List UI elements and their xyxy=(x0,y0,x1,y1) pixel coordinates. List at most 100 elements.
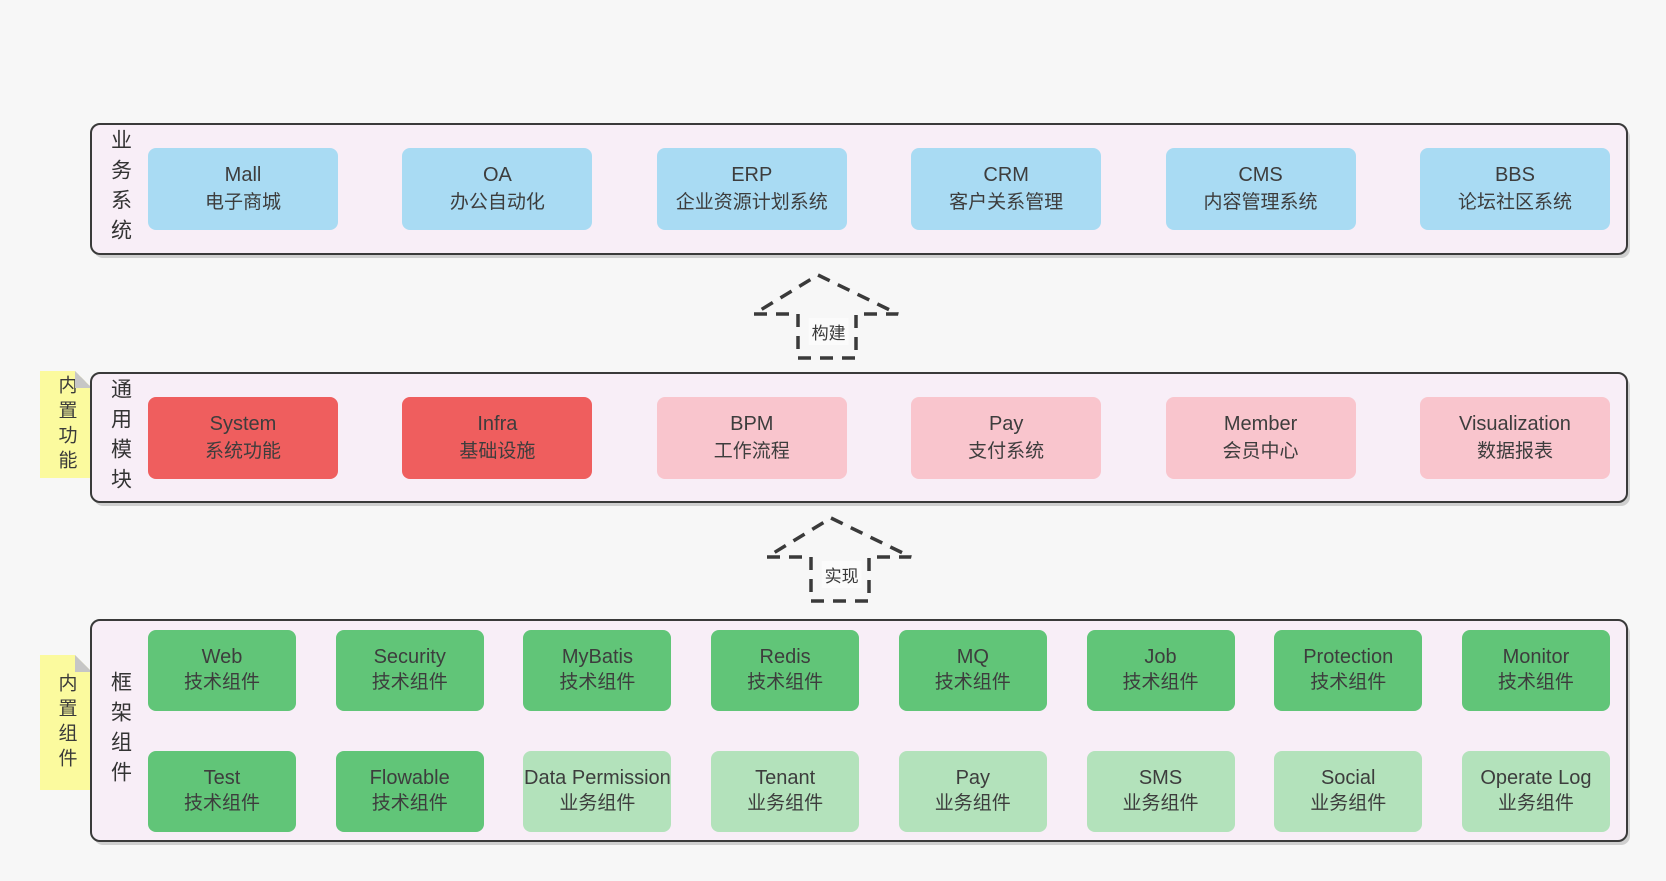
components-grid: Web 技术组件 Security 技术组件 MyBatis 技术组件 Redi… xyxy=(148,621,1626,840)
box-title: Visualization xyxy=(1458,412,1571,435)
box-title: Tenant xyxy=(755,767,816,789)
box-title: Flowable xyxy=(369,767,450,789)
box-subtitle: 业务组件 xyxy=(1122,793,1199,814)
box-title: BPM xyxy=(730,412,774,435)
note-built-in-components: 内置组件 xyxy=(40,655,92,790)
arrow-implement: 实现 xyxy=(765,515,915,605)
box-title: Member xyxy=(1223,412,1298,435)
components-row-1: Web 技术组件 Security 技术组件 MyBatis 技术组件 Redi… xyxy=(148,621,1610,719)
box-title: Social xyxy=(1320,767,1376,789)
diagram-box-pay-component: Pay 业务组件 xyxy=(898,750,1047,832)
box-subtitle: 论坛社区系统 xyxy=(1457,192,1572,213)
box-title: Monitor xyxy=(1502,646,1570,668)
box-title: Protection xyxy=(1303,646,1394,668)
note-built-in-features: 内置功能 xyxy=(40,371,92,478)
diagram-box-pay: Pay 支付系统 xyxy=(911,396,1102,479)
components-row-2: Test 技术组件 Flowable 技术组件 Data Permission … xyxy=(148,742,1610,840)
diagram-box-protection: Protection 技术组件 xyxy=(1274,629,1423,711)
box-subtitle: 支付系统 xyxy=(968,440,1045,462)
diagram-box-mq: MQ 技术组件 xyxy=(898,629,1047,711)
up-block-arrow-icon xyxy=(765,516,912,603)
diagram-box-mybatis: MyBatis 技术组件 xyxy=(523,629,672,711)
diagram-box-redis: Redis 技术组件 xyxy=(711,629,860,711)
box-subtitle: 技术组件 xyxy=(934,672,1011,693)
box-subtitle: 办公自动化 xyxy=(449,192,545,213)
note-text: 内置功能 xyxy=(55,374,77,475)
diagram-box-bbs: BBS 论坛社区系统 xyxy=(1419,148,1610,230)
diagram-box-data-permission: Data Permission 业务组件 xyxy=(523,750,672,832)
box-title: CRM xyxy=(983,164,1029,186)
box-subtitle: 企业资源计划系统 xyxy=(675,192,828,213)
diagram-box-social: Social 业务组件 xyxy=(1274,750,1423,832)
layer-common-modules: 通用模块 System 系统功能 Infra 基础设施 BPM 工作流程 Pay… xyxy=(90,372,1628,503)
diagram-box-operate-log: Operate Log 业务组件 xyxy=(1461,750,1610,832)
note-text: 内置组件 xyxy=(55,672,77,773)
diagram-box-mall: Mall 电子商城 xyxy=(148,148,338,230)
diagram-box-job: Job 技术组件 xyxy=(1086,629,1235,711)
box-title: Infra xyxy=(477,412,518,435)
layer-label-modules: 通用模块 xyxy=(92,374,148,501)
diagram-box-oa: OA 办公自动化 xyxy=(402,148,593,230)
box-subtitle: 客户关系管理 xyxy=(949,192,1064,213)
box-subtitle: 技术组件 xyxy=(183,672,260,693)
box-title: Operate Log xyxy=(1480,767,1592,789)
box-subtitle: 电子商城 xyxy=(204,192,281,213)
diagram-box-member: Member 会员中心 xyxy=(1165,396,1356,479)
box-subtitle: 技术组件 xyxy=(371,793,448,814)
diagram-box-crm: CRM 客户关系管理 xyxy=(911,148,1102,230)
box-title: Job xyxy=(1144,646,1177,668)
arrow-implement-label: 实现 xyxy=(821,561,862,588)
diagram-box-monitor: Monitor 技术组件 xyxy=(1461,629,1610,711)
box-title: MQ xyxy=(956,646,989,668)
box-subtitle: 技术组件 xyxy=(183,793,260,814)
box-title: Data Permission xyxy=(524,767,671,789)
layer-label-text: 框架组件 xyxy=(108,670,132,791)
diagram-box-web: Web 技术组件 xyxy=(148,629,296,711)
box-title: ERP xyxy=(731,164,773,186)
up-block-arrow-icon xyxy=(752,273,899,360)
box-subtitle: 业务组件 xyxy=(747,793,824,814)
box-subtitle: 技术组件 xyxy=(1122,672,1199,693)
box-title: OA xyxy=(482,164,512,186)
box-subtitle: 技术组件 xyxy=(1310,672,1387,693)
box-subtitle: 业务组件 xyxy=(934,793,1011,814)
box-title: CMS xyxy=(1238,164,1283,186)
box-subtitle: 业务组件 xyxy=(1497,793,1574,814)
diagram-box-flowable: Flowable 技术组件 xyxy=(335,750,484,832)
diagram-box-system: System 系统功能 xyxy=(148,396,338,479)
diagram-box-infra: Infra 基础设施 xyxy=(402,396,593,479)
box-title: System xyxy=(209,412,277,435)
arrow-build-label: 构建 xyxy=(808,318,849,345)
box-title: Security xyxy=(373,646,446,668)
diagram-box-sms: SMS 业务组件 xyxy=(1086,750,1235,832)
diagram-box-security: Security 技术组件 xyxy=(335,629,484,711)
box-title: BBS xyxy=(1494,164,1535,186)
diagram-box-tenant: Tenant 业务组件 xyxy=(711,750,860,832)
box-title: Pay xyxy=(955,767,991,789)
box-subtitle: 技术组件 xyxy=(747,672,824,693)
layer-label-text: 业务系统 xyxy=(108,129,132,249)
modules-box-row: System 系统功能 Infra 基础设施 BPM 工作流程 Pay 支付系统… xyxy=(148,374,1626,501)
diagram-box-erp: ERP 企业资源计划系统 xyxy=(656,148,847,230)
box-subtitle: 技术组件 xyxy=(1497,672,1574,693)
box-subtitle: 数据报表 xyxy=(1476,440,1553,462)
box-subtitle: 会员中心 xyxy=(1222,440,1299,462)
layer-business-systems: 业务系统 Mall 电子商城 OA 办公自动化 ERP 企业资源计划系统 CRM… xyxy=(90,123,1628,255)
box-title: SMS xyxy=(1138,767,1183,789)
box-title: Redis xyxy=(759,646,811,668)
diagram-box-test: Test 技术组件 xyxy=(148,750,296,832)
box-subtitle: 内容管理系统 xyxy=(1203,192,1318,213)
box-subtitle: 技术组件 xyxy=(371,672,448,693)
layer-label-text: 通用模块 xyxy=(108,377,132,498)
box-title: Web xyxy=(201,646,243,668)
box-subtitle: 业务组件 xyxy=(1310,793,1387,814)
arrow-build: 构建 xyxy=(752,272,902,362)
box-title: MyBatis xyxy=(561,646,633,668)
box-subtitle: 技术组件 xyxy=(559,672,636,693)
business-box-row: Mall 电子商城 OA 办公自动化 ERP 企业资源计划系统 CRM 客户关系… xyxy=(148,125,1626,253)
diagram-box-bpm: BPM 工作流程 xyxy=(656,396,847,479)
diagram-box-visualization: Visualization 数据报表 xyxy=(1419,396,1610,479)
box-subtitle: 系统功能 xyxy=(204,440,281,462)
box-title: Pay xyxy=(988,412,1024,435)
box-subtitle: 业务组件 xyxy=(559,793,636,814)
